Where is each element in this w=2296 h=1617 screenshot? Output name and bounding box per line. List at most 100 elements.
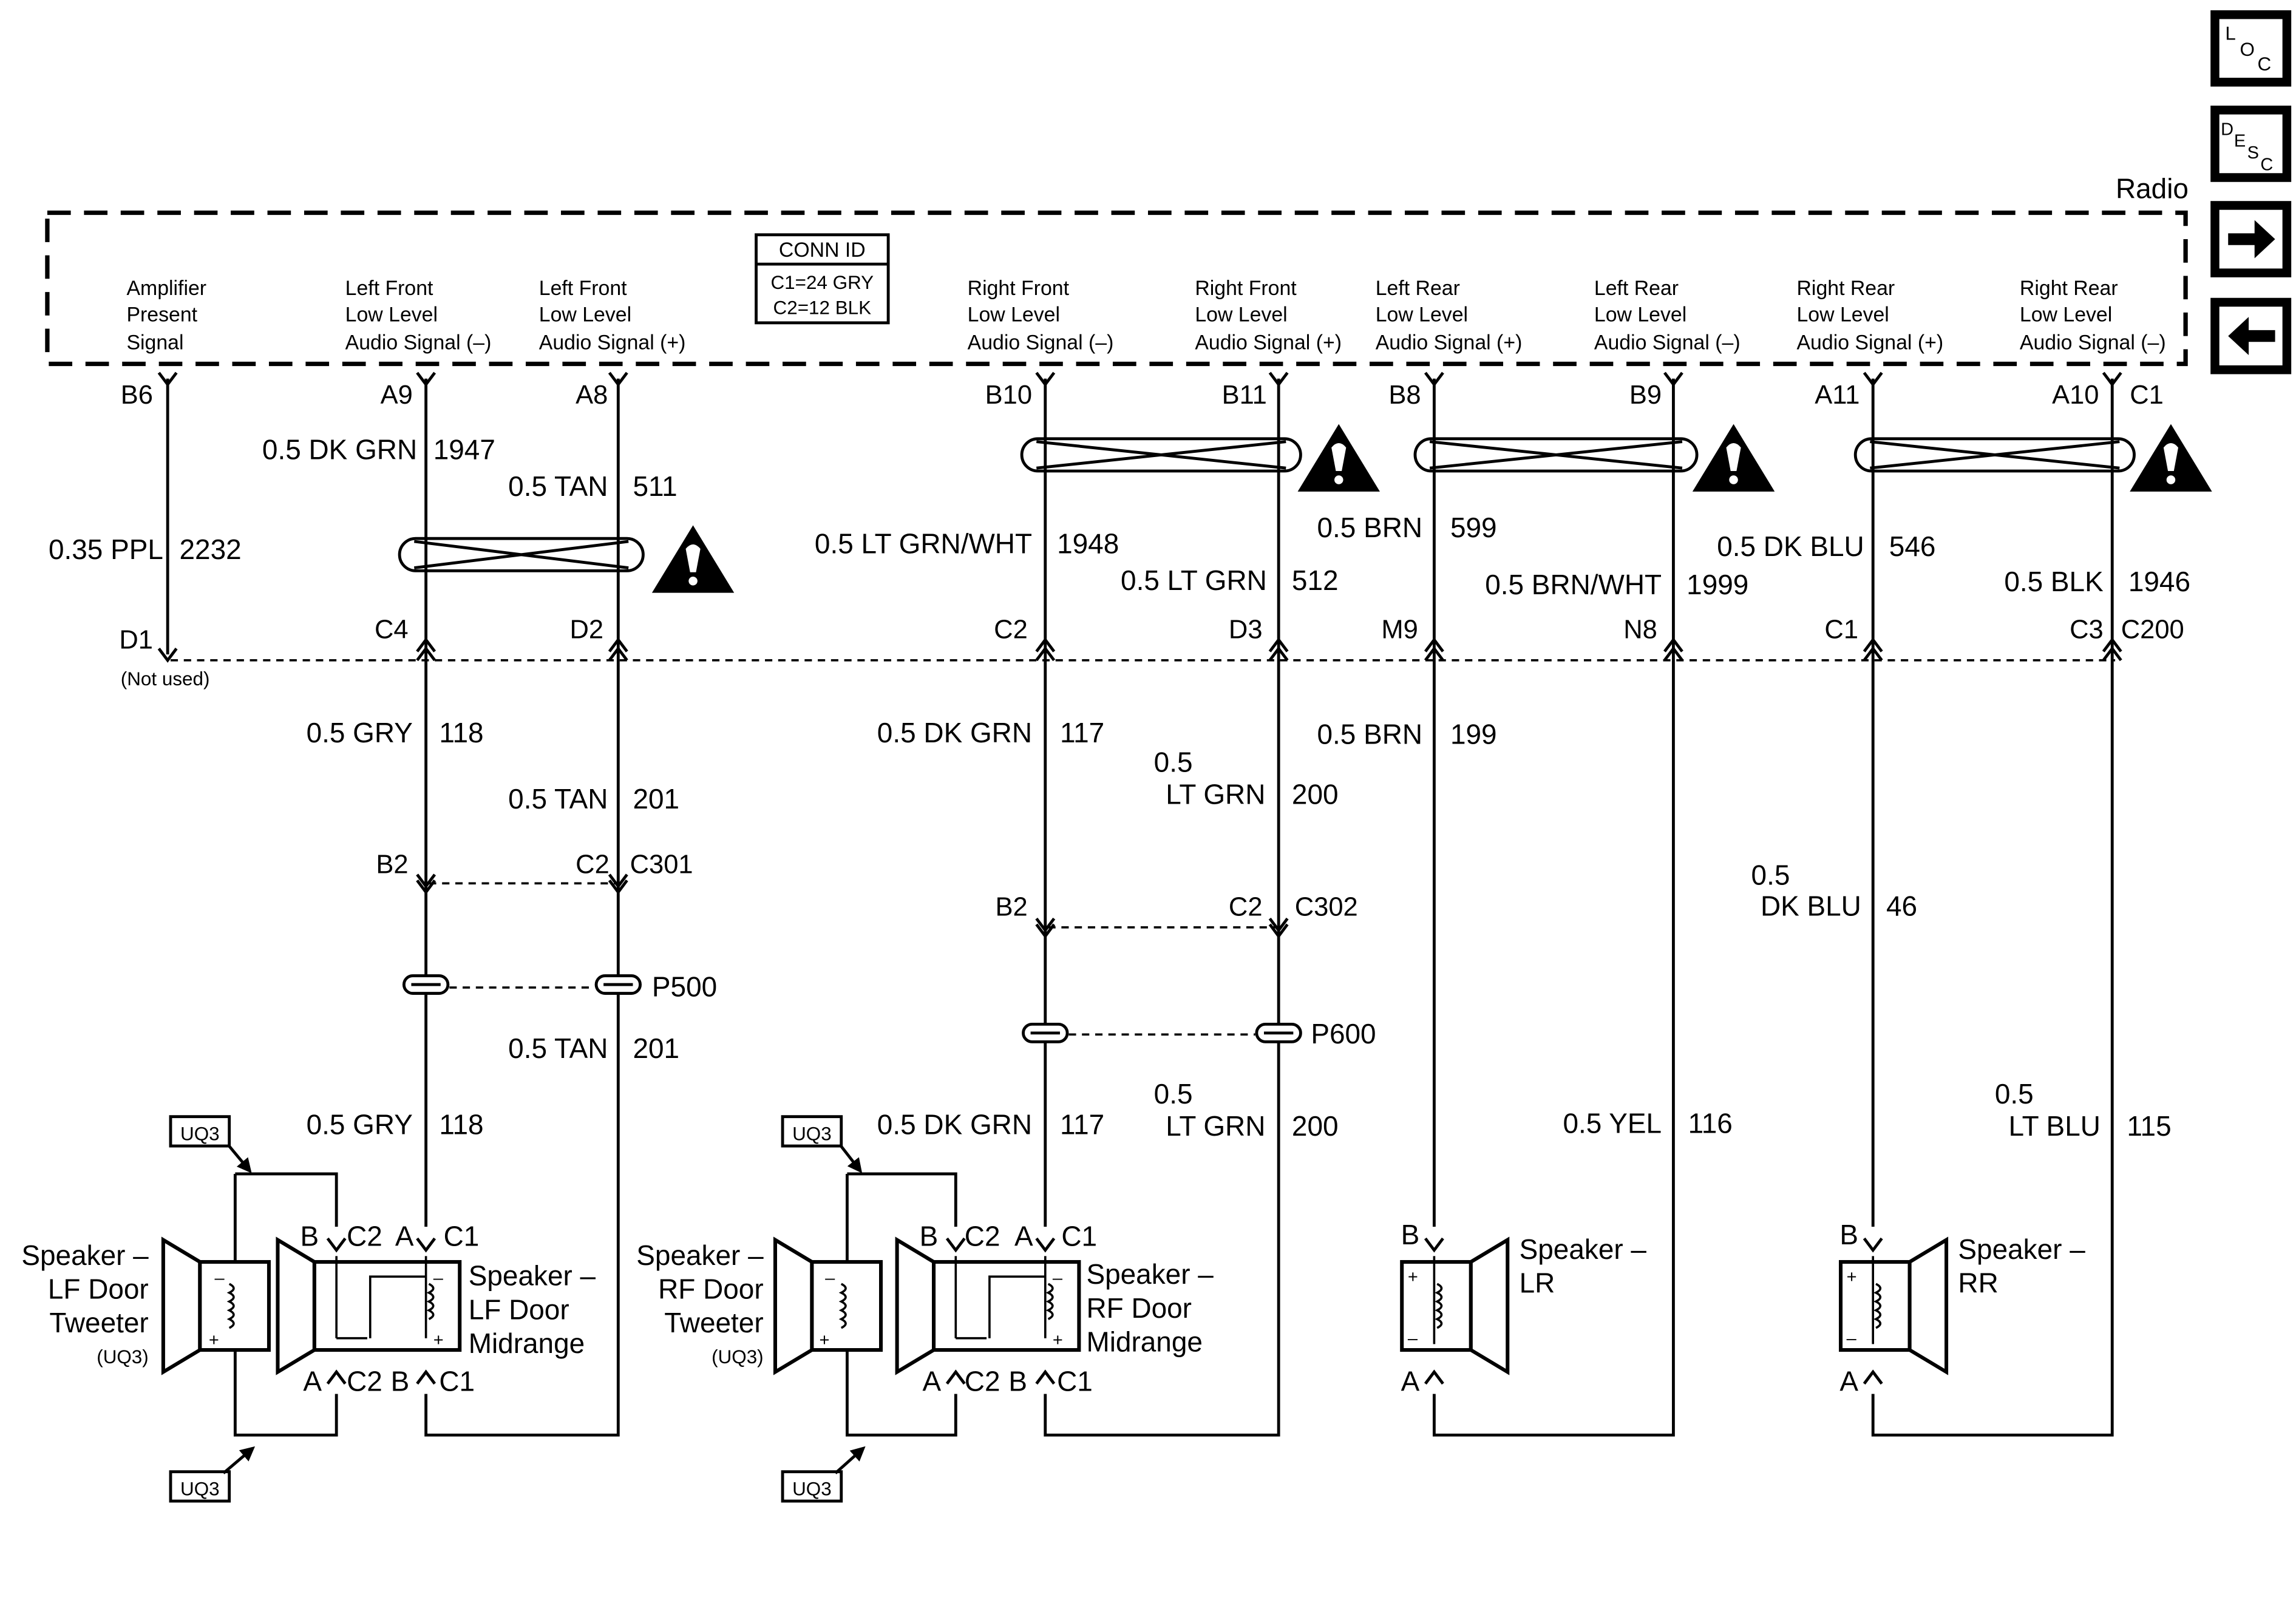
rf-midrange-label-line1: Speaker – <box>1086 1258 1214 1290</box>
circuit-rfn: 1948 <box>1057 527 1119 559</box>
wire-rr-neg <box>1871 378 2114 1437</box>
lf-midrange: – + <box>276 1236 462 1375</box>
loc-letter-c: C <box>2258 53 2272 75</box>
circuit-rrp: 546 <box>1889 531 1936 562</box>
next-page-button[interactable] <box>2210 201 2292 277</box>
desc-letter-s: S <box>2247 143 2259 163</box>
rf-tweeter: – + <box>773 1236 883 1375</box>
signal-amp-line2: Present <box>126 303 197 326</box>
rf-mid-pin-c1: C1 <box>1061 1220 1097 1252</box>
c200-pin-rrp: C1 <box>1824 615 1858 645</box>
wire-color-lrn: 0.5 BRN/WHT <box>1485 569 1662 600</box>
previous-page-button[interactable] <box>2210 297 2292 375</box>
signal-rfp-line1: Right Front <box>1195 277 1297 300</box>
pin-lrp: B8 <box>1388 381 1421 410</box>
p600-label: P600 <box>1311 1018 1376 1049</box>
uq3-option-label: UQ3 <box>792 1478 832 1499</box>
rf-tweeter-label-line3: Tweeter <box>664 1307 763 1338</box>
circuit-rfn-low: 117 <box>1060 1109 1104 1141</box>
signal-lfp-line1: Left Front <box>539 277 627 300</box>
desc-button[interactable]: D E S C <box>2210 106 2292 182</box>
wire-color-rfn-mid: 0.5 DK GRN <box>877 717 1032 748</box>
rf-tweeter-pin-b: B <box>920 1220 939 1252</box>
signal-lrn-line2: Low Level <box>1594 303 1686 326</box>
c200-pin-rfn: C2 <box>994 615 1028 645</box>
polarity-minus: – <box>1053 1269 1063 1288</box>
wire-color-lfp: 0.5 TAN <box>508 470 608 502</box>
wire-color-lrn-low: 0.5 YEL <box>1563 1107 1662 1139</box>
wire-color-lrp-mid: 0.5 BRN <box>1317 719 1422 750</box>
wire-color-rrp: 0.5 DK BLU <box>1717 531 1864 562</box>
c200-pin-rfp: D3 <box>1229 615 1263 645</box>
signal-lrn-line3: Audio Signal (–) <box>1594 331 1741 354</box>
signal-amp-line3: Signal <box>126 331 183 354</box>
polarity-plus: + <box>209 1331 219 1350</box>
twisted-pair-lr <box>1413 437 1699 473</box>
circuit-rrp-mid: 46 <box>1886 890 1917 921</box>
rf-mid-pin-b: B <box>1008 1366 1027 1397</box>
twisted-pair-rr <box>1853 437 2136 473</box>
signal-lfn-line3: Audio Signal (–) <box>345 331 492 354</box>
wire-color-rrp-mid: DK BLU <box>1761 890 1861 921</box>
pin-lfp: A8 <box>576 381 608 410</box>
rf-mid-pin-c2-bottom: C2 <box>965 1366 1000 1397</box>
warning-icon <box>651 525 735 593</box>
uq3-option-label: UQ3 <box>180 1123 220 1144</box>
radio-module-title: Radio <box>2116 172 2189 204</box>
wire-color-lfn-low: 0.5 GRY <box>307 1109 413 1141</box>
signal-lfp-line3: Audio Signal (+) <box>539 331 686 354</box>
signal-rfn-line3: Audio Signal (–) <box>968 331 1114 354</box>
c200-pin-lfn: C4 <box>375 615 409 645</box>
wire-gauge-rrp-mid: 0.5 <box>1751 859 1790 891</box>
rr-speaker-label-line2: RR <box>1958 1267 1998 1299</box>
signal-rrp-line1: Right Rear <box>1797 277 1895 300</box>
wire-color-amp: 0.35 PPL <box>49 534 163 565</box>
circuit-lfn-mid: 118 <box>439 717 483 748</box>
lr-speaker-group: + – B A Speaker – LR <box>1400 1219 1646 1397</box>
lf-tweeter-label-line1: Speaker – <box>21 1239 149 1271</box>
c302-pin-left: B2 <box>996 892 1028 921</box>
polarity-minus: – <box>1408 1329 1418 1348</box>
c301-connector <box>416 873 628 895</box>
signal-rfn-line1: Right Front <box>968 277 1070 300</box>
rf-tweeter-label-line1: Speaker – <box>636 1239 764 1271</box>
c301-pin-left: B2 <box>376 850 408 879</box>
pin-lrn: B9 <box>1629 381 1662 410</box>
signal-lrp-line1: Left Rear <box>1376 277 1460 300</box>
lf-midrange-label-line2: LF Door <box>469 1293 569 1325</box>
pin-rfn: B10 <box>985 381 1032 410</box>
lf-door-speaker-group: UQ3 UQ3 – + Speaker – LF Door Tweeter (U… <box>21 1115 596 1503</box>
lf-midrange-label-line3: Midrange <box>469 1327 585 1359</box>
polarity-plus: + <box>1847 1267 1857 1287</box>
conn-id-box: CONN ID C1=24 GRY C2=12 BLK <box>755 233 890 325</box>
signal-rrn-line3: Audio Signal (–) <box>2020 331 2166 354</box>
wire-color-lfn-mid: 0.5 GRY <box>307 717 413 748</box>
twisted-pair-rf <box>1020 437 1302 473</box>
signal-lfp-line2: Low Level <box>539 303 631 326</box>
arrow-left-icon <box>2228 317 2275 356</box>
polarity-plus: + <box>1408 1267 1418 1287</box>
c302-labels: B2 C2 C302 <box>996 892 1358 921</box>
wire-color-lfp-mid: 0.5 TAN <box>508 783 608 815</box>
signal-lrp-line2: Low Level <box>1376 303 1468 326</box>
radio-module-outline <box>45 210 2188 367</box>
wire-color-rfp-mid: LT GRN <box>1166 779 1265 810</box>
c200-connector-name: C200 <box>2121 615 2184 645</box>
desc-letter-d: D <box>2221 120 2233 139</box>
loc-button[interactable]: L O C <box>2210 10 2292 87</box>
wire-gauge-rfp-mid: 0.5 <box>1154 747 1193 778</box>
radio-signal-labels: Amplifier Present Signal Left Front Low … <box>126 277 2165 354</box>
signal-rrn-line2: Low Level <box>2020 303 2112 326</box>
circuit-lfp-mid: 201 <box>633 783 679 815</box>
lf-mid-pin-b: B <box>391 1366 410 1397</box>
c301-labels: B2 C2 C301 <box>376 850 693 879</box>
circuit-lrp: 599 <box>1450 512 1497 543</box>
c301-name: C301 <box>630 850 693 879</box>
polarity-minus: – <box>433 1269 444 1288</box>
circuit-lfn: 1947 <box>433 434 495 466</box>
rf-midrange-label-line2: RF Door <box>1086 1292 1192 1324</box>
c200-pin-amp: D1 <box>119 626 153 655</box>
lf-mid-pin-c1: C1 <box>444 1220 480 1252</box>
circuit-lrn-low: 116 <box>1688 1107 1733 1139</box>
